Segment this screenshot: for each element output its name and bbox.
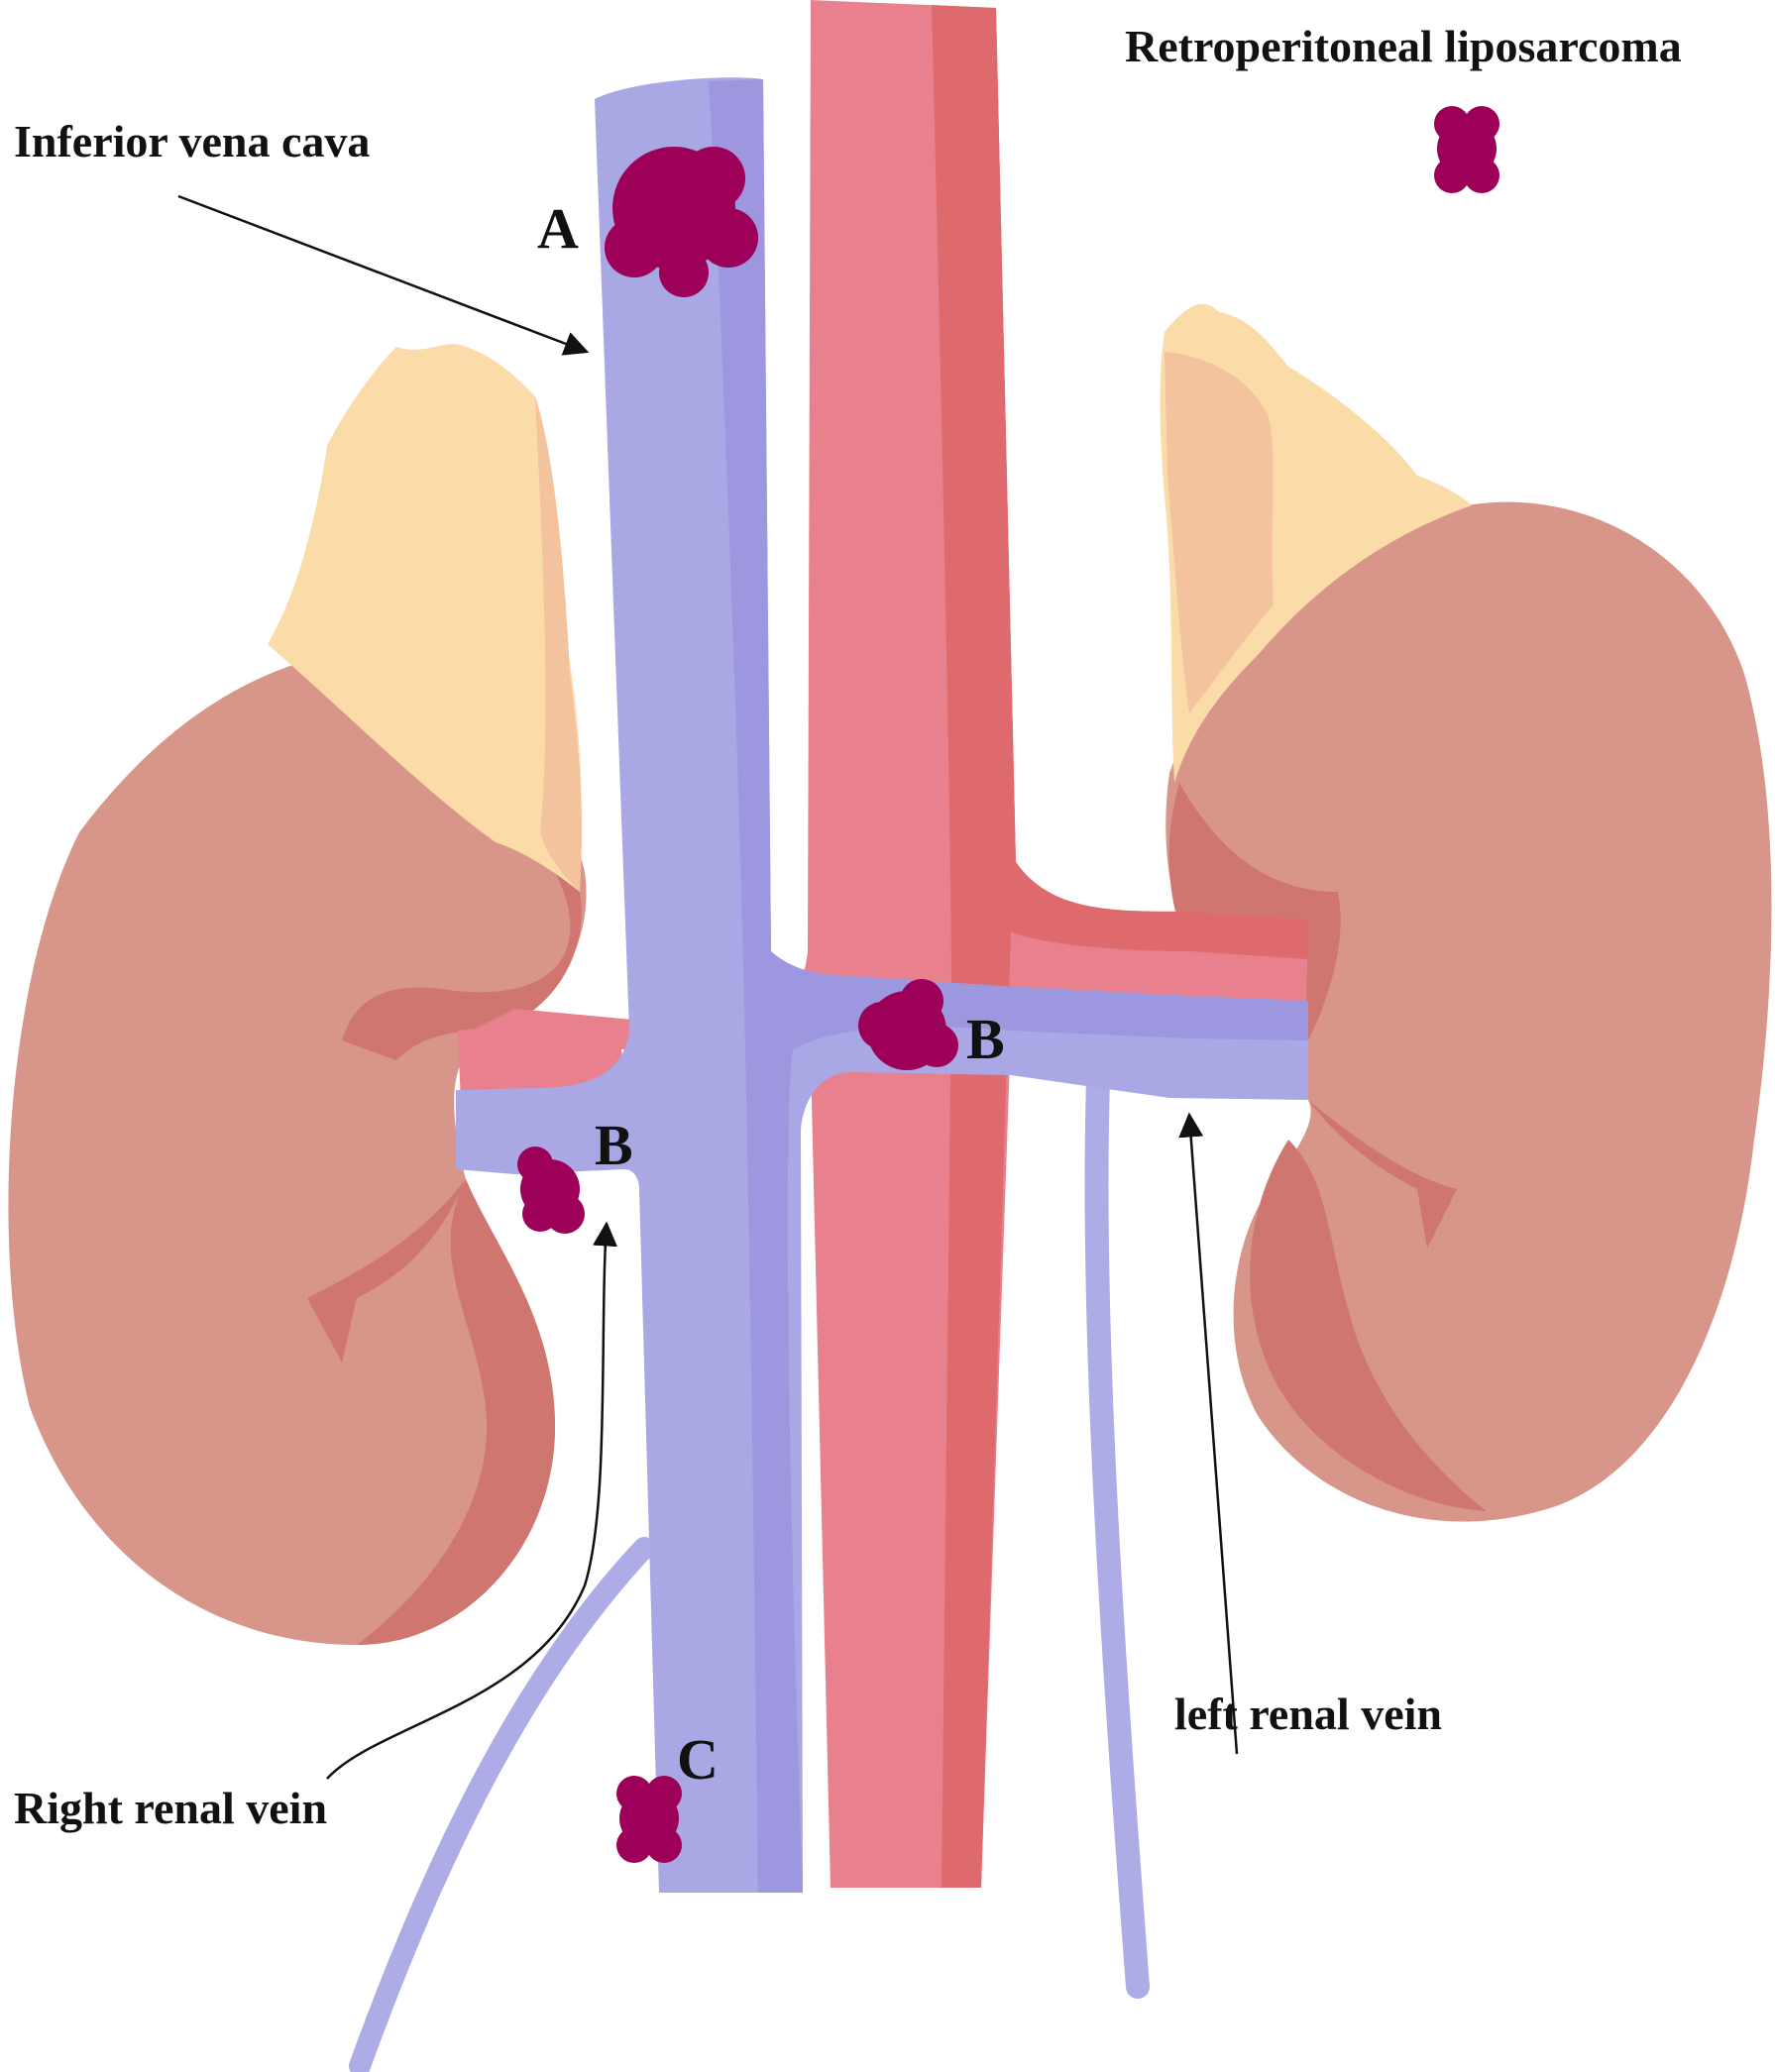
left-renal-vein-label: left renal vein: [1174, 1689, 1442, 1739]
right-ureter: [349, 1537, 655, 2072]
legend-label: Retroperitoneal liposarcoma: [1125, 21, 1682, 71]
tumor-nodule-c: [616, 1776, 682, 1863]
site-label-a: A: [537, 196, 579, 261]
right-adrenal-gland: [268, 344, 582, 892]
left-renal-vein-arrow: [1178, 1112, 1239, 1755]
right-renal-vein-arrow: [326, 1221, 617, 1780]
tumor-nodule-b-left: [858, 979, 958, 1070]
legend-tumor-symbol: [1434, 106, 1499, 193]
tumor-nodule-a: [605, 147, 758, 297]
site-label-b-left: B: [966, 1007, 1005, 1071]
left-adrenal-gland: [1160, 303, 1472, 783]
aorta: [461, 0, 1308, 1888]
tumor-nodule-b-right: [517, 1146, 585, 1234]
left-ureter: [1084, 1068, 1150, 1999]
inferior-vena-cava: [456, 77, 1308, 1893]
site-label-c: C: [677, 1727, 719, 1792]
ivc-arrow: [177, 194, 590, 356]
site-label-b-right: B: [595, 1113, 633, 1177]
right-renal-vein-label: Right renal vein: [14, 1783, 327, 1833]
ivc-label: Inferior vena cava: [14, 116, 370, 166]
